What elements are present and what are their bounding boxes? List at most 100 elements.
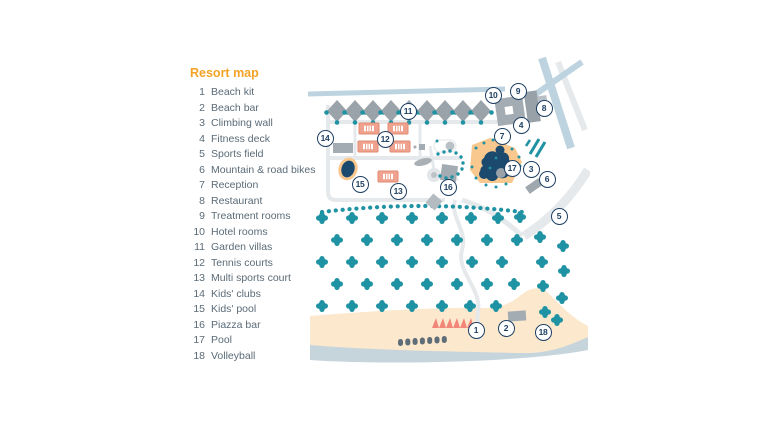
page-title: Resort map: [190, 66, 259, 80]
legend-label: Kids' clubs: [211, 287, 261, 300]
map-marker-13: 13: [389, 182, 407, 200]
map-marker-12: 12: [376, 130, 394, 148]
legend-number: 9: [199, 210, 205, 222]
legend-label: Restaurant: [211, 194, 263, 207]
legend-item-bikes: 6 Mountain & road bikes: [190, 163, 322, 179]
resort-map-graphic: [307, 56, 590, 363]
marker-number: 13: [393, 186, 403, 196]
legend-label: Beach kit: [211, 86, 255, 98]
legend-label: Volleyball: [211, 349, 256, 362]
map-marker-10: 10: [484, 86, 502, 104]
marker-number: 3: [528, 164, 534, 174]
marker-number: 15: [355, 179, 365, 189]
marker-number: 2: [503, 323, 509, 333]
legend-item-beach-bar: 2 Beach bar: [190, 101, 322, 117]
small-building: [413, 144, 425, 150]
climbing-wall: [524, 138, 547, 158]
legend: Resort map 1 Beach kit 2 Beach bar 3 Climbi…: [190, 66, 322, 364]
pavilion: [433, 139, 457, 153]
map-marker-11: 11: [399, 102, 417, 120]
legend-number: 4: [199, 132, 205, 145]
legend-item-beach-kit: 1 Beach kit: [190, 85, 322, 101]
map-marker-18: 18: [534, 323, 552, 341]
marker-number: 5: [556, 211, 562, 221]
map-marker-16: 16: [439, 178, 457, 196]
legend-item-tennis-courts: 12 Tennis courts: [190, 256, 322, 272]
piazza-bar-building: [436, 149, 465, 183]
map-marker-6: 6: [538, 170, 556, 188]
resort-map: 1 2 3 4 5 6 7 8 9 10 11 12 13 14 15 16 1…: [300, 50, 590, 380]
marker-number: 7: [499, 131, 505, 141]
map-marker-4: 4: [512, 116, 530, 134]
marker-number: 1: [473, 325, 479, 335]
roads: [307, 56, 590, 341]
map-marker-5: 5: [550, 207, 568, 225]
legend-item-sports-field: 5 Sports field: [190, 147, 322, 163]
legend-number: 6: [199, 163, 205, 176]
legend-item-kids-clubs: 14 Kids' clubs: [190, 287, 322, 303]
legend-label: Mountain & road bikes: [211, 163, 316, 176]
legend-number: 7: [199, 179, 205, 191]
kiosk-building: [425, 193, 443, 211]
multi-sports-court: [377, 170, 399, 183]
legend-number: 18: [193, 349, 205, 362]
legend-number: 8: [199, 194, 205, 207]
sea-water: [310, 337, 588, 363]
marker-number: 8: [541, 103, 547, 113]
legend-number: 17: [193, 334, 205, 346]
legend-item-treatment-rooms: 9 Treatment rooms: [190, 209, 322, 225]
legend-label: Garden villas: [211, 241, 273, 253]
kids-pool: [338, 157, 358, 181]
legend-label: Beach bar: [211, 101, 259, 114]
map-marker-15: 15: [351, 175, 369, 193]
legend-number: 11: [194, 241, 205, 253]
marker-number: 14: [320, 133, 330, 143]
legend-item-restaurant: 8 Restaurant: [190, 194, 322, 210]
legend-item-volleyball: 18 Volleyball: [190, 349, 322, 365]
legend-number: 16: [193, 318, 205, 331]
legend-item-kids-pool: 15 Kids' pool: [190, 302, 322, 318]
legend-label: Pool: [211, 334, 233, 346]
marker-number: 16: [443, 182, 453, 192]
legend-item-garden-villas: 11 Garden villas: [190, 240, 322, 256]
legend-item-climbing-wall: 3 Climbing wall: [190, 116, 322, 132]
legend-label: Piazza bar: [211, 318, 261, 331]
map-marker-7: 7: [493, 127, 511, 145]
legend-number: 14: [193, 287, 205, 300]
roundabout: [427, 168, 441, 182]
legend-number: 1: [199, 86, 205, 98]
map-marker-17: 17: [503, 159, 521, 177]
legend-item-piazza-bar: 16 Piazza bar: [190, 318, 322, 334]
map-marker-8: 8: [535, 99, 553, 117]
map-marker-1: 1: [467, 321, 485, 339]
marker-number: 12: [380, 134, 390, 144]
beach-chairs: [398, 336, 447, 346]
map-marker-14: 14: [316, 129, 334, 147]
legend-label: Treatment rooms: [211, 210, 291, 222]
planter-leaf: [414, 157, 432, 167]
legend-label: Multi sports court: [211, 272, 291, 284]
legend-label: Climbing wall: [211, 117, 273, 129]
legend-number: 5: [199, 148, 205, 160]
legend-label: Reception: [211, 179, 259, 191]
legend-label: Kids' pool: [211, 303, 257, 315]
beach-bar-building: [507, 310, 527, 322]
legend-number: 10: [193, 225, 205, 238]
legend-label: Sports field: [211, 148, 264, 160]
legend-label: Tennis courts: [211, 256, 273, 269]
legend-number: 2: [199, 101, 205, 114]
legend-label: Fitness deck: [211, 132, 270, 145]
legend-number: 3: [199, 117, 205, 129]
legend-number: 13: [193, 272, 205, 284]
legend-number: 12: [193, 256, 205, 269]
marker-number: 10: [488, 90, 498, 100]
legend-item-multi-sports-court: 13 Multi sports court: [190, 271, 322, 287]
map-marker-2: 2: [497, 319, 515, 337]
legend-item-pool: 17 Pool: [190, 333, 322, 349]
legend-item-fitness-deck: 4 Fitness deck: [190, 132, 322, 148]
legend-number: 15: [193, 303, 205, 315]
marker-number: 4: [518, 120, 524, 130]
legend-item-reception: 7 Reception: [190, 178, 322, 194]
